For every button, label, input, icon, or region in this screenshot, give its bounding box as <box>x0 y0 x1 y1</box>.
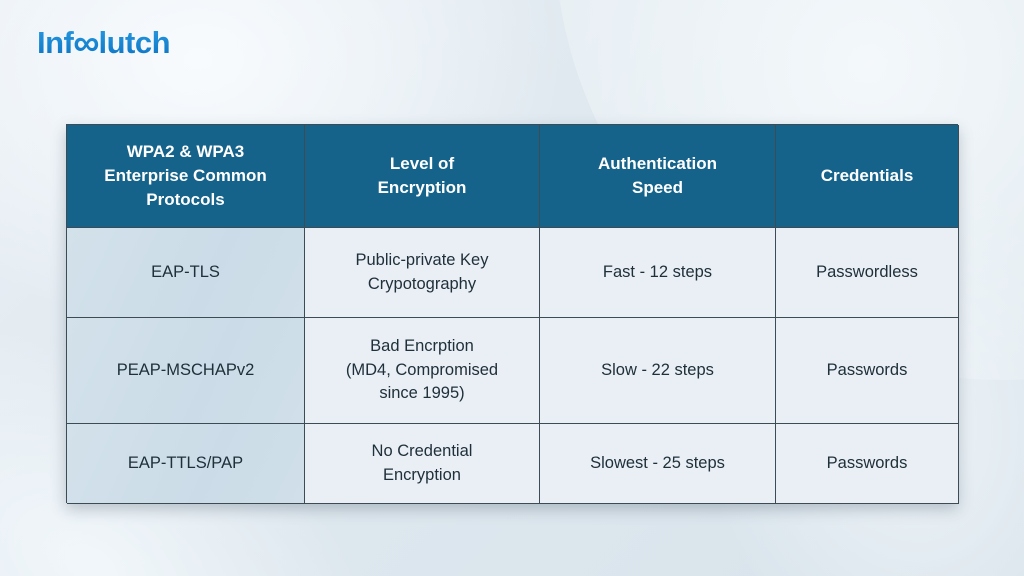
cell-eap-tls-encryption: Public-private Key Crypotography <box>305 228 540 318</box>
infinity-icon: ∞ <box>73 22 99 63</box>
cell-peap-mschapv2-protocol: PEAP-MSCHAPv2 <box>67 318 305 424</box>
header-cell-credentials: Credentials <box>776 125 959 228</box>
cell-eap-ttls-pap-protocol: EAP-TTLS/PAP <box>67 424 305 504</box>
cell-eap-tls-protocol: EAP-TLS <box>67 228 305 318</box>
cell-eap-tls-credentials: Passwordless <box>776 228 959 318</box>
cell-eap-tls-speed: Fast - 12 steps <box>540 228 776 318</box>
header-cell-encryption: Level of Encryption <box>305 125 540 228</box>
logo-text-lutch: lutch <box>98 24 171 60</box>
cell-eap-ttls-pap-speed: Slowest - 25 steps <box>540 424 776 504</box>
logo-text-inf: Inf <box>37 24 74 60</box>
header-cell-protocols: WPA2 & WPA3 Enterprise Common Protocols <box>67 125 305 228</box>
cell-peap-mschapv2-credentials: Passwords <box>776 318 959 424</box>
cell-peap-mschapv2-encryption: Bad Encrption (MD4, Compromised since 19… <box>305 318 540 424</box>
infoclutch-logo: Inf∞lutch <box>37 22 170 64</box>
header-cell-auth-speed: Authentication Speed <box>540 125 776 228</box>
cell-eap-ttls-pap-credentials: Passwords <box>776 424 959 504</box>
cell-peap-mschapv2-speed: Slow - 22 steps <box>540 318 776 424</box>
cell-eap-ttls-pap-encryption: No Credential Encryption <box>305 424 540 504</box>
protocols-comparison-table: WPA2 & WPA3 Enterprise Common Protocols … <box>66 124 959 504</box>
